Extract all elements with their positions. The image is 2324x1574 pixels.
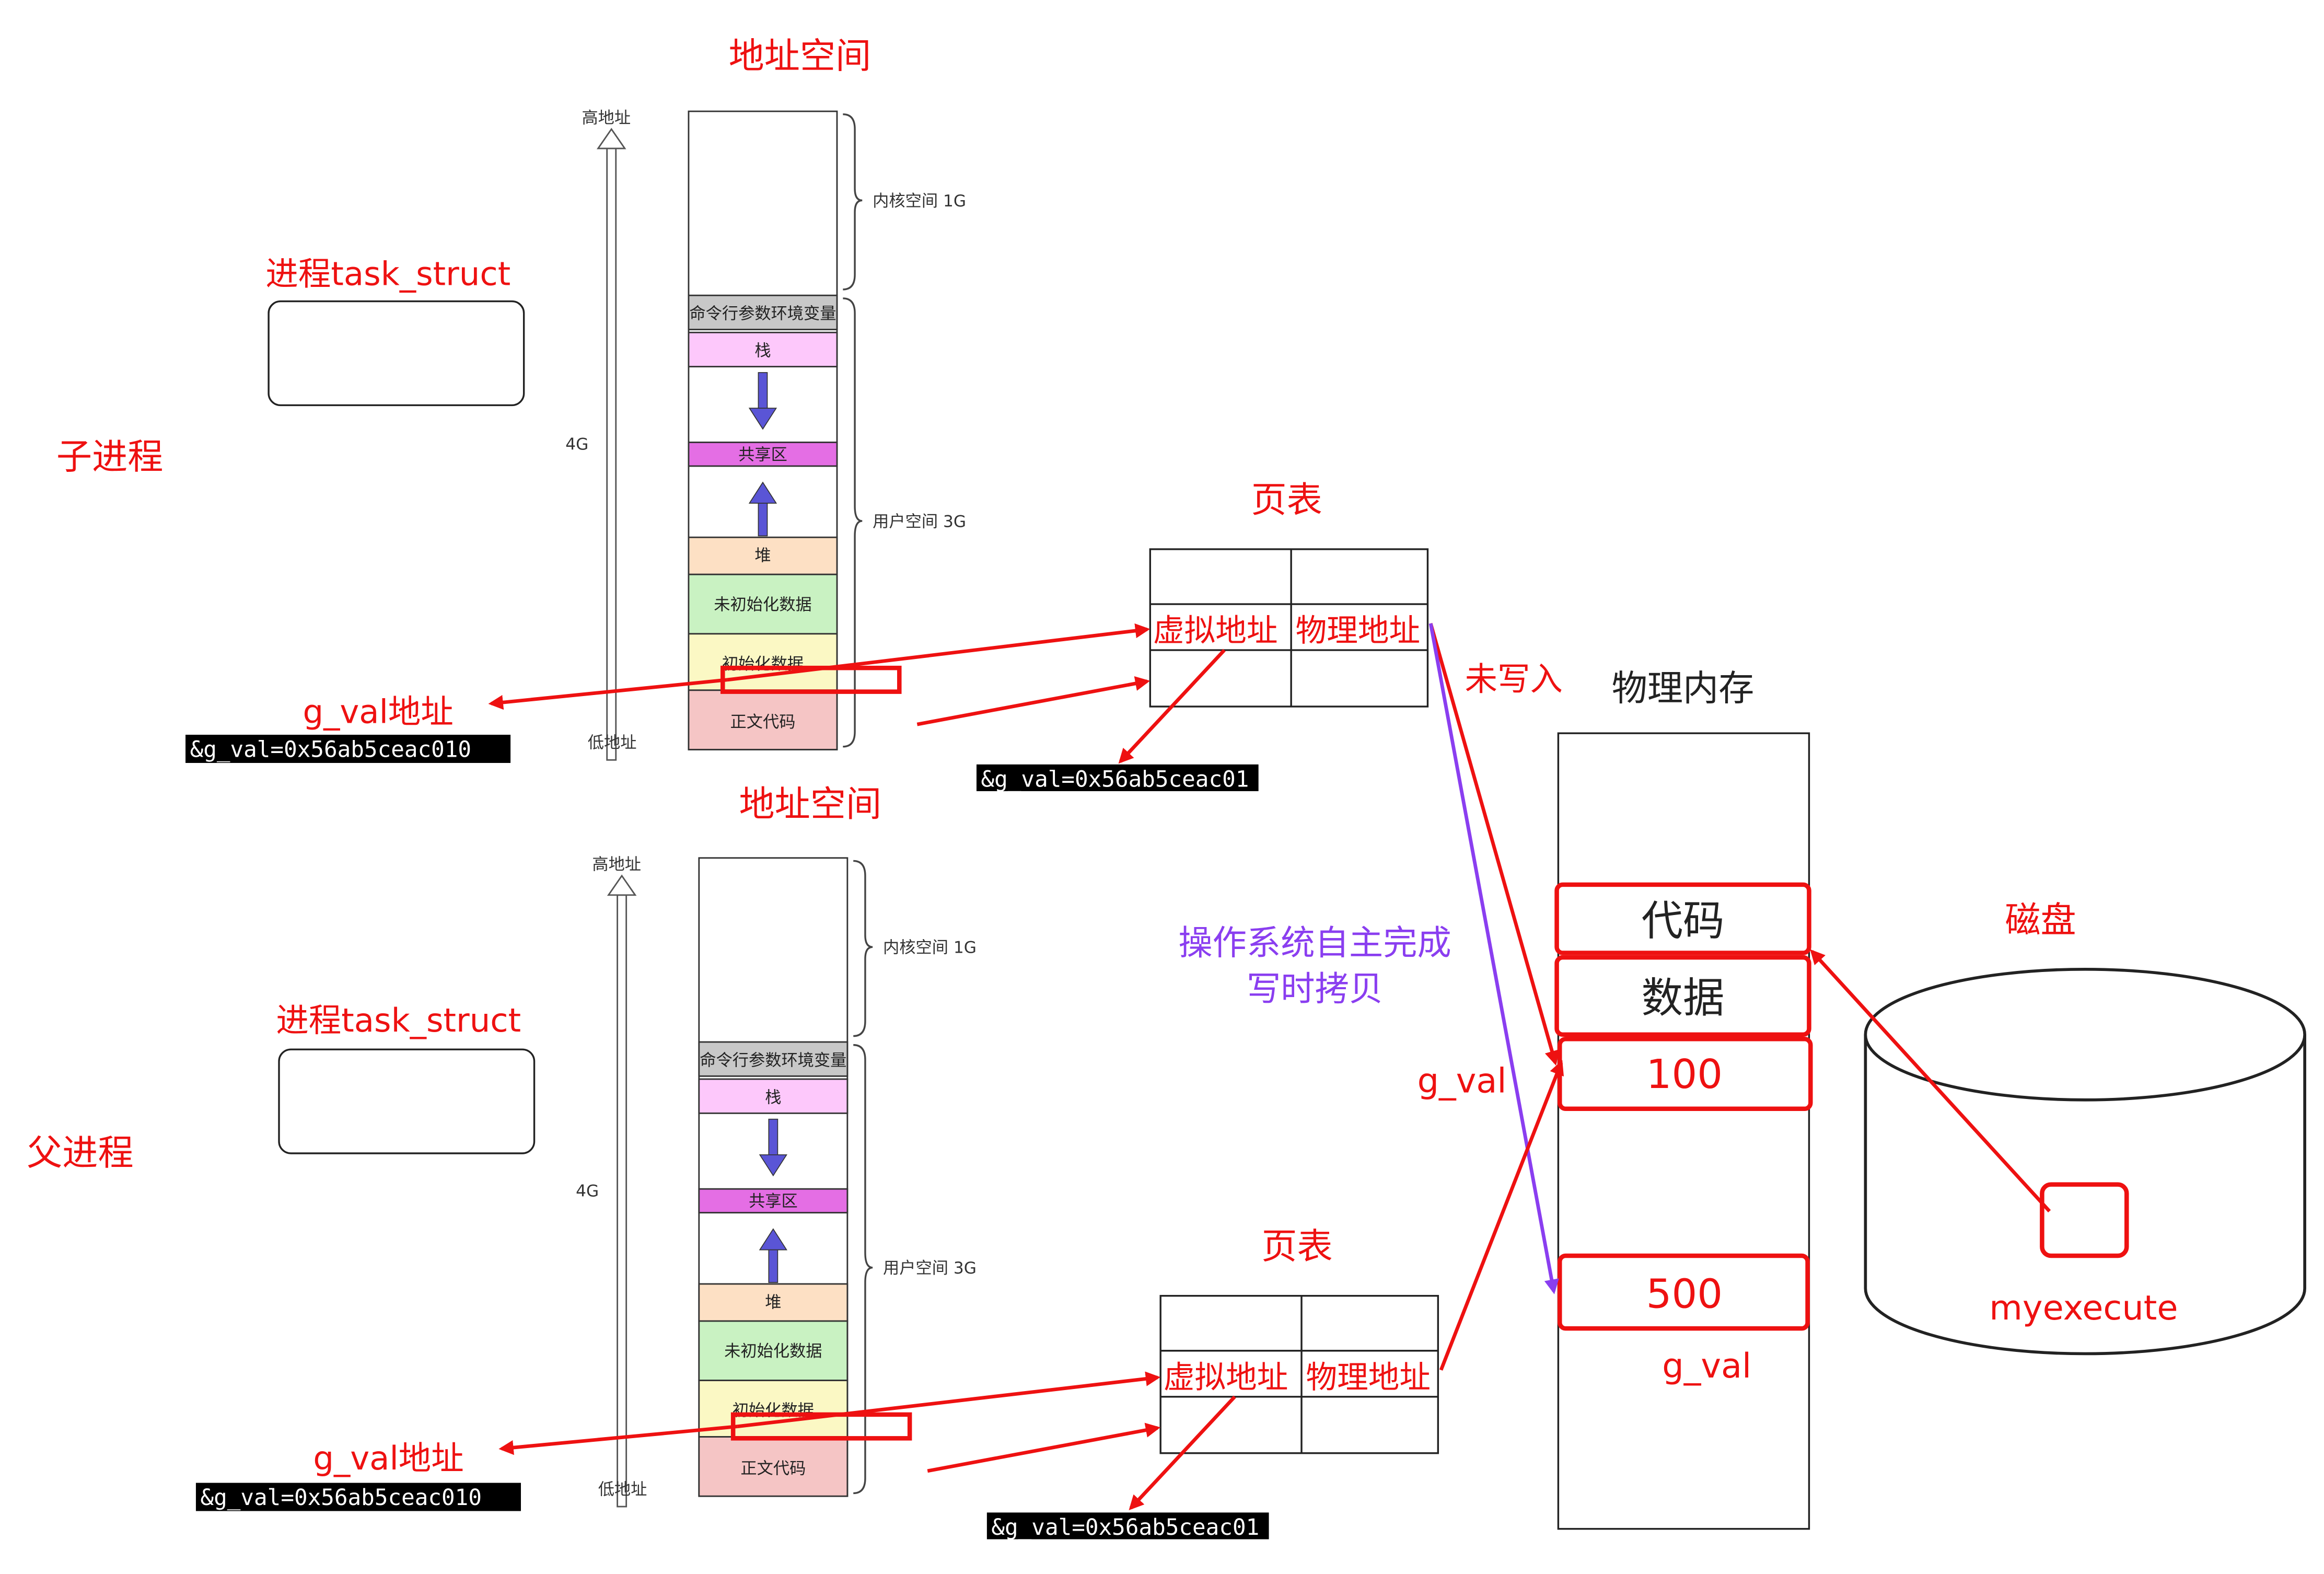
memory-cell-100: 100 xyxy=(1557,1037,1813,1112)
size-4g-label: 4G xyxy=(576,1182,599,1200)
child-address-space-title: 地址空间 xyxy=(729,36,872,77)
high-addr-label: 高地址 xyxy=(592,855,641,874)
parent-physical-address: 物理地址 xyxy=(1306,1360,1431,1396)
memory-cell-code: 代码 xyxy=(1554,882,1811,955)
user-space-label: 用户空间 3G xyxy=(873,512,966,531)
child-g-val-addr-label: g_val地址 xyxy=(303,692,453,731)
segment-bss: 未初始化数据 xyxy=(714,595,811,614)
parent-arrow-to-memory-100 xyxy=(1439,1060,1564,1371)
child-arrow-to-memory-100 xyxy=(1428,623,1560,1066)
parent-arrow-to-virtual-address xyxy=(737,1371,1161,1429)
kernel-space-label: 内核空间 1G xyxy=(883,939,977,957)
cow-note-line1: 操作系统自主完成 xyxy=(1178,923,1451,963)
parent-arrow-to-address-value xyxy=(1129,1395,1236,1510)
segment-heap: 堆 xyxy=(754,547,771,565)
parent-pt-addr-value: &g_val=0x56ab5ceac01 xyxy=(991,1514,1259,1541)
child-page-table: 虚拟地址 物理地址 xyxy=(1149,548,1429,708)
segment-data: 初始化数据 xyxy=(722,655,804,674)
parent-task-struct-box xyxy=(278,1048,536,1154)
segment-heap: 堆 xyxy=(765,1293,781,1312)
child-pt-addr-box: &g_val=0x56ab5ceac01 xyxy=(976,764,1259,792)
not-written-label: 未写入 xyxy=(1465,660,1562,698)
segment-text: 正文代码 xyxy=(740,1460,806,1478)
parent-g-val-addr-label: g_val地址 xyxy=(313,1439,463,1477)
segment-stack: 栈 xyxy=(765,1088,781,1107)
g-val-label-left: g_val xyxy=(1417,1061,1507,1101)
segment-stack: 栈 xyxy=(754,342,771,361)
mapping-arrows xyxy=(488,623,2051,1510)
size-4g-label: 4G xyxy=(565,435,588,454)
cow-note-line2: 写时拷贝 xyxy=(1247,969,1383,1009)
parent-virtual-address: 虚拟地址 xyxy=(1164,1360,1288,1396)
memory-cell-code-label: 代码 xyxy=(1641,896,1724,945)
physical-memory-column xyxy=(1557,732,1810,1530)
executable-file-icon xyxy=(2040,1182,2129,1258)
parent-address-space: 高地址 4G 低地址 内核空间 1G 用户空间 3G 命令行参数环境变量 栈 共… xyxy=(576,855,977,1508)
parent-arrow-to-page-table xyxy=(927,1422,1161,1473)
cow-arrow-to-memory-500 xyxy=(1428,623,1559,1294)
high-addr-label: 高地址 xyxy=(582,109,631,128)
child-task-struct-box xyxy=(268,300,525,407)
child-arrow-to-page-table xyxy=(916,676,1151,726)
segment-text: 正文代码 xyxy=(730,713,795,732)
low-addr-label: 低地址 xyxy=(598,1480,647,1499)
child-section: 子进程 进程task_struct 地址空间 高地址 4G 低地址 内核空间 1… xyxy=(56,36,1563,793)
segment-data: 初始化数据 xyxy=(733,1402,814,1420)
child-process-label: 子进程 xyxy=(56,437,163,478)
disk-arrow-to-code xyxy=(1810,949,2051,1213)
parent-address-space-title: 地址空间 xyxy=(739,784,882,825)
parent-g-val-addr-value: &g_val=0x56ab5ceac010 xyxy=(200,1485,482,1511)
segment-bss: 未初始化数据 xyxy=(724,1342,822,1361)
low-addr-label: 低地址 xyxy=(588,734,637,753)
kernel-space-label: 内核空间 1G xyxy=(873,192,966,211)
parent-page-table-title: 页表 xyxy=(1261,1226,1332,1268)
parent-task-struct-label: 进程task_struct xyxy=(276,1001,521,1039)
child-address-space: 高地址 4G 低地址 内核空间 1G 用户空间 3G 命令行参数环境变量 栈 共… xyxy=(565,109,966,761)
memory-cell-100-label: 100 xyxy=(1646,1051,1723,1098)
memory-cell-data: 数据 xyxy=(1554,955,1811,1037)
parent-process-label: 父进程 xyxy=(27,1133,133,1174)
user-space-label: 用户空间 3G xyxy=(883,1259,977,1278)
parent-section: 父进程 进程task_struct 地址空间 高地址 4G 低地址 内核空间 1… xyxy=(27,784,1439,1541)
child-virtual-address: 虚拟地址 xyxy=(1153,613,1278,649)
child-arrow-to-address-value xyxy=(1118,649,1226,764)
parent-arrow-to-g-val-label xyxy=(498,1425,738,1455)
g-val-label-bottom: g_val xyxy=(1662,1346,1751,1386)
child-physical-address: 物理地址 xyxy=(1296,613,1421,649)
parent-pt-addr-box: &g_val=0x56ab5ceac01 xyxy=(986,1512,1269,1541)
memory-cell-data-label: 数据 xyxy=(1641,974,1724,1022)
segment-args: 命令行参数环境变量 xyxy=(700,1051,846,1070)
memory-cell-500: 500 xyxy=(1557,1253,1810,1331)
executable-label: myexecute xyxy=(1989,1288,2178,1328)
child-g-val-addr-box: &g_val=0x56ab5ceac010 xyxy=(185,734,511,763)
physical-memory-title: 物理内存 xyxy=(1612,668,1754,710)
disk-title: 磁盘 xyxy=(2005,900,2076,941)
parent-g-val-addr-box: &g_val=0x56ab5ceac010 xyxy=(195,1483,521,1511)
child-page-table-title: 页表 xyxy=(1251,480,1322,521)
segment-shared: 共享区 xyxy=(749,1192,798,1211)
segment-args: 命令行参数环境变量 xyxy=(689,305,836,323)
child-arrow-to-g-val-label xyxy=(488,678,728,710)
child-g-val-addr-value: &g_val=0x56ab5ceac010 xyxy=(190,737,472,763)
child-pt-addr-value: &g_val=0x56ab5ceac01 xyxy=(981,766,1249,792)
memory-cell-500-label: 500 xyxy=(1646,1271,1723,1317)
child-task-struct-label: 进程task_struct xyxy=(265,254,510,293)
segment-shared: 共享区 xyxy=(738,446,787,465)
child-arrow-to-virtual-address xyxy=(727,623,1151,682)
